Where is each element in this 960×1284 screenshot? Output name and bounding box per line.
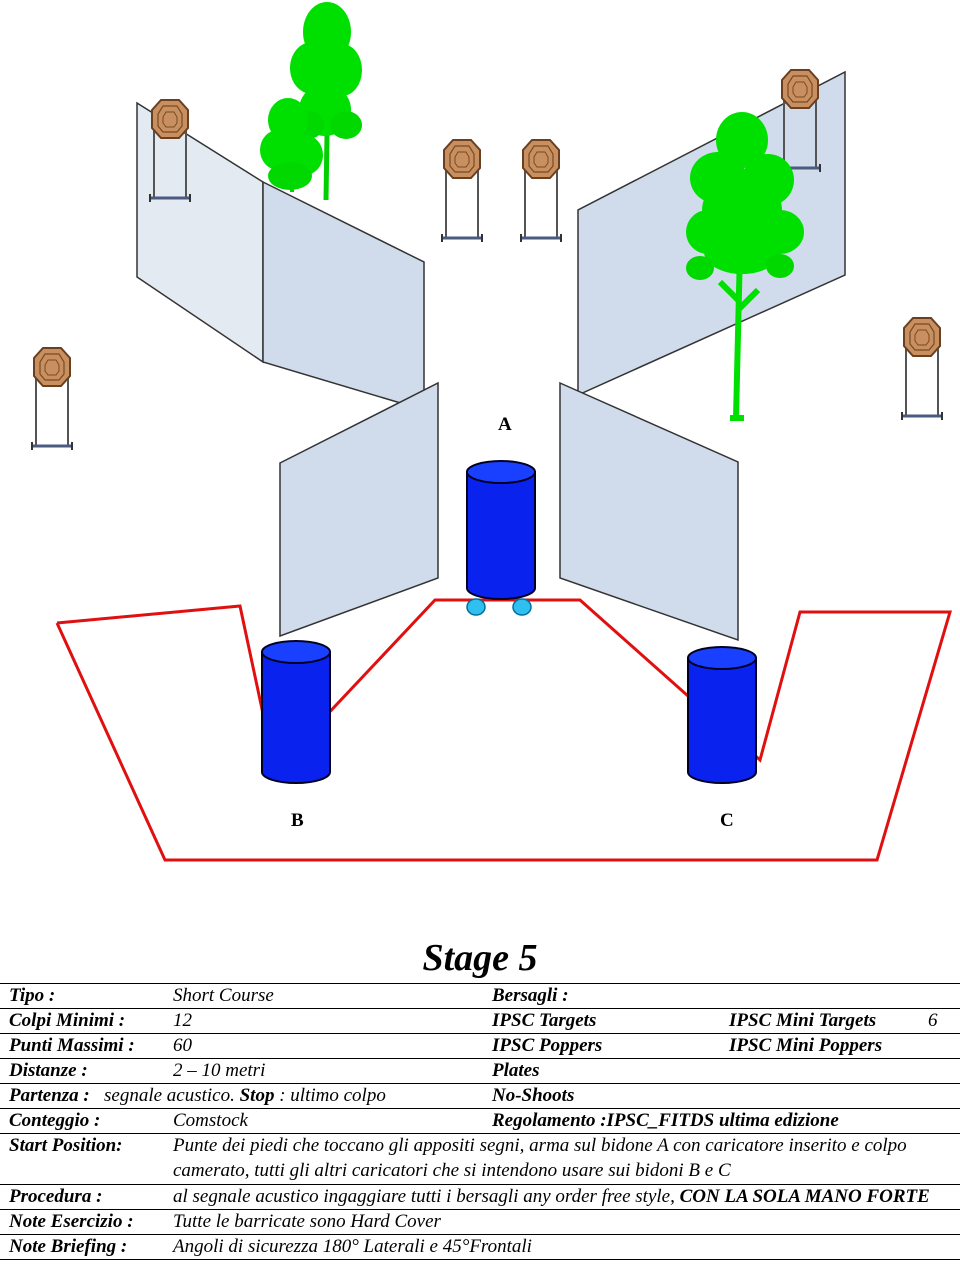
stage-info-table: Tipo : Short Course Bersagli : Colpi Min… [0,983,960,1261]
row-tipo: Tipo : Short Course Bersagli : [0,983,960,1009]
row-distanze: Distanze : 2 – 10 metri Plates [0,1059,960,1084]
stage-diagram [30,2,953,862]
tree-right [686,112,804,421]
ipsc-mini-targets: IPSC Mini Targets [729,1010,877,1031]
start-label: Start Position: [9,1135,123,1156]
target-left-near [30,346,74,452]
briefing-value: Angoli di sicurezza 180° Laterali e 45°F… [173,1236,532,1258]
stop-text: : ultimo colpo [279,1085,386,1106]
procedura-value: al segnale acustico ingaggiare tutti i b… [173,1185,948,1210]
ipsc-mini-poppers: IPSC Mini Poppers [729,1035,883,1056]
foot-mark-left [466,598,486,616]
ipsc-poppers: IPSC Poppers [492,1035,603,1056]
row-partenza: Partenza : segnale acustico. Stop : ulti… [0,1084,960,1109]
fault-line [55,598,953,862]
tipo-label: Tipo : [9,985,56,1006]
stop-label: Stop [239,1085,275,1106]
tree-left-small [260,98,323,192]
target-center-right [519,138,563,244]
target-right-near [900,316,944,422]
conteggio-label: Conteggio : [9,1110,101,1131]
label-barrel-b: B [291,810,304,831]
start-value: Punte dei piedi che toccano gli appositi… [173,1135,907,1181]
row-note-esercizio: Note Esercizio : Tutte le barricate sono… [0,1210,960,1236]
barrel-a [466,460,536,600]
ipsc-targets: IPSC Targets [492,1010,597,1031]
procedura-emphasis: CON LA SOLA MANO FORTE [679,1185,930,1207]
partenza-value: segnale acustico. Stop : ultimo colpo [104,1084,386,1109]
no-shoots: No-Shoots [492,1085,575,1106]
procedura-label: Procedura : [9,1185,103,1207]
bersagli-header: Bersagli : [492,985,569,1006]
procedura-text: al segnale acustico ingaggiare tutti i b… [173,1185,675,1207]
left-front-wall [279,381,439,638]
foot-mark-right [512,598,532,616]
regolamento: Regolamento :IPSC_FITDS ultima edizione [492,1110,839,1131]
punti-label: Punti Massimi : [9,1035,135,1056]
row-procedura: Procedura : al segnale acustico ingaggia… [0,1185,960,1211]
right-front-wall [559,381,739,642]
distanze-label: Distanze : [9,1060,88,1081]
colpi-value: 12 [173,1010,192,1031]
distanze-value: 2 – 10 metri [173,1060,266,1081]
ipsc-mini-targets-count: 6 [928,1010,938,1031]
row-note-briefing: Note Briefing : Angoli di sicurezza 180°… [0,1235,960,1261]
esercizio-value: Tutte le barricate sono Hard Cover [173,1211,441,1233]
row-punti: Punti Massimi : 60 IPSC Poppers IPSC Min… [0,1034,960,1059]
briefing-label: Note Briefing : [9,1236,128,1258]
tree-left [290,2,362,201]
stage-title: Stage 5 [422,937,538,979]
barrel-c [687,646,757,784]
plates: Plates [492,1060,540,1081]
row-colpi: Colpi Minimi : 12 IPSC Targets IPSC Mini… [0,1009,960,1034]
barrel-b [261,640,331,784]
row-start-position: Start Position: Punte dei piedi che tocc… [0,1134,960,1185]
conteggio-value: Comstock [173,1110,248,1131]
punti-value: 60 [173,1035,192,1056]
esercizio-label: Note Esercizio : [9,1211,134,1233]
left-back-wall [136,101,264,364]
target-center-left [440,138,484,244]
tipo-value: Short Course [173,985,274,1006]
label-barrel-c: C [720,810,734,831]
row-conteggio: Conteggio : Comstock Regolamento :IPSC_F… [0,1109,960,1134]
left-middle-wall [262,180,425,412]
partenza-label: Partenza : [9,1085,90,1106]
colpi-label: Colpi Minimi : [9,1010,126,1031]
label-barrel-a: A [498,414,512,435]
partenza-text: segnale acustico. [104,1085,235,1106]
